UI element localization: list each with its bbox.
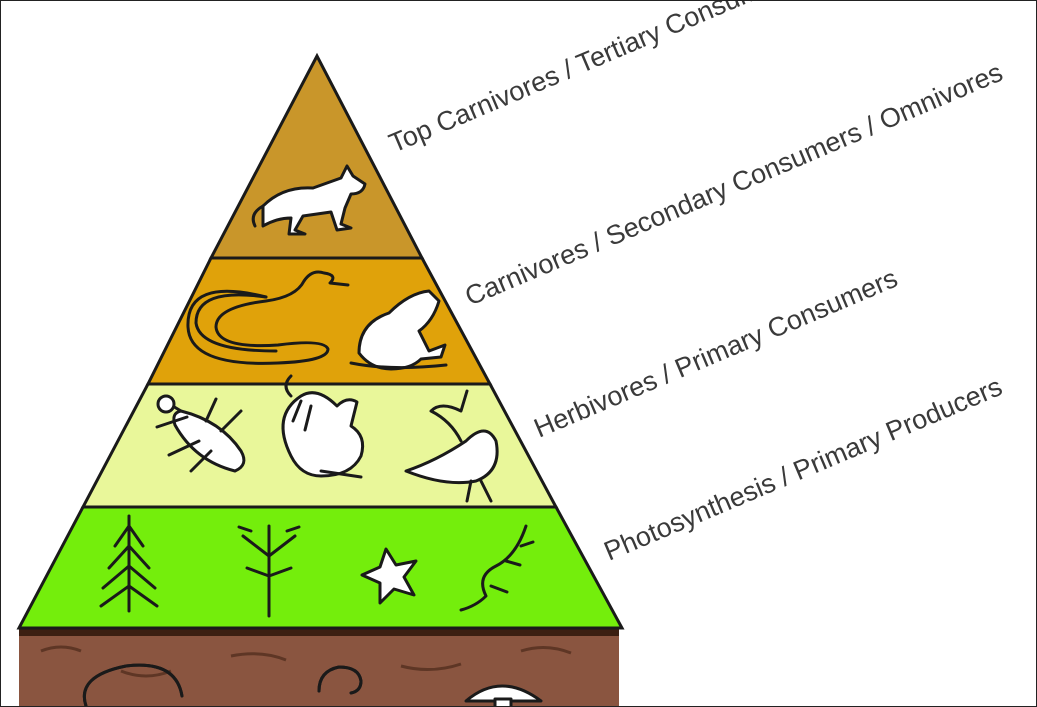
- fox-icon: [251, 164, 367, 236]
- frog-icon: [349, 289, 448, 371]
- deciduous-tree-icon: [237, 524, 301, 618]
- grub-icon: [317, 665, 363, 695]
- bird-icon: [404, 389, 499, 503]
- label-herbivores: Herbivores / Primary Consumers: [530, 263, 902, 444]
- flower-icon: [360, 547, 418, 605]
- mushroom-icon: [464, 684, 543, 706]
- insect-icon: [155, 394, 246, 473]
- tier-top-carnivores: [208, 52, 425, 260]
- squirrel-icon: [281, 374, 365, 479]
- soil-top-band: [19, 626, 619, 636]
- vine-plant-icon: [459, 524, 535, 612]
- soil-texture: [40, 645, 572, 678]
- tier-producers: [16, 505, 625, 630]
- snake-icon: [186, 270, 350, 365]
- label-producers: Photosynthesis / Primary Producers: [600, 371, 1007, 566]
- pine-tree-icon: [99, 514, 159, 613]
- worm-icon: [83, 663, 184, 706]
- label-top-carnivores: Top Carnivores / Tertiary Consumers: [385, 1, 800, 159]
